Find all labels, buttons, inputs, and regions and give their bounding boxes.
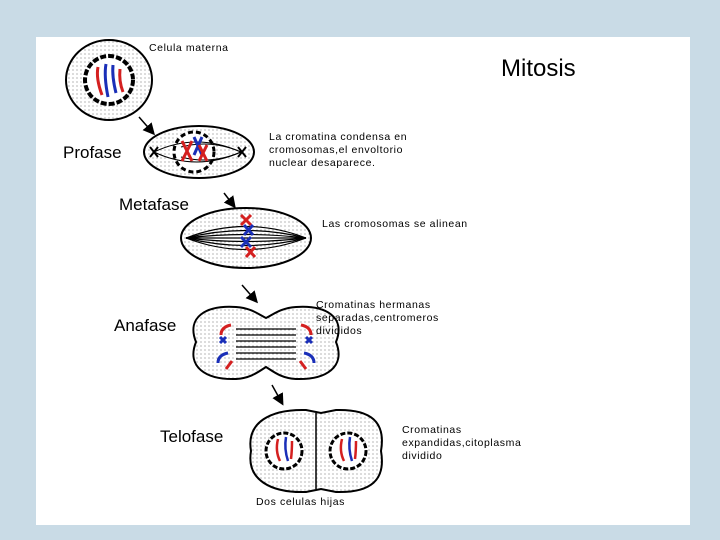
page-title: Mitosis	[501, 55, 576, 82]
metaphase-cell	[180, 207, 312, 269]
mother-cell-label: Celula materna	[149, 42, 229, 54]
telophase-chromatin	[275, 436, 358, 462]
prophase-centrosomes	[149, 146, 247, 158]
prophase-label: Profase	[63, 143, 122, 162]
prophase-note: La cromatina condensa en cromosomas,el e…	[269, 131, 408, 169]
telophase-cell	[249, 408, 383, 494]
anaphase-cell	[192, 305, 340, 381]
slide: Mitosis Celula materna Profase La cromat…	[36, 37, 690, 525]
anaphase-note: Cromatinas hermanas separadas,centromero…	[316, 299, 439, 337]
stage-arrows	[138, 116, 284, 406]
telophase-label: Telofase	[160, 427, 224, 446]
anaphase-label: Anafase	[114, 316, 177, 335]
metaphase-chromosomes	[239, 213, 257, 259]
prophase-cell	[143, 125, 255, 179]
prophase-chromosomes	[180, 136, 209, 162]
anaphase-chromosomes	[216, 323, 316, 370]
telophase-note: Cromatinas expandidas,citoplasma dividid…	[402, 424, 522, 462]
mother-chromatin	[95, 63, 125, 98]
metaphase-label: Metafase	[119, 195, 189, 214]
daughter-cells-label: Dos celulas hijas	[256, 496, 345, 508]
mother-cell	[65, 39, 153, 121]
metaphase-note: Las cromosomas se alinean	[322, 218, 468, 230]
anaphase-spindle	[236, 328, 296, 360]
mitosis-diagram	[65, 39, 383, 494]
